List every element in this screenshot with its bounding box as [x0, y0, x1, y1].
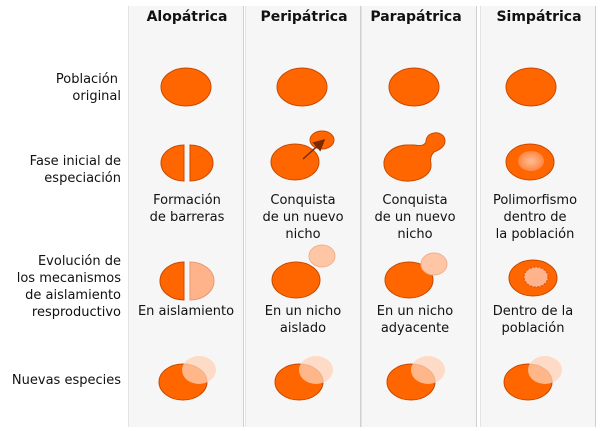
population-blob: [388, 67, 440, 107]
adjacent-niche-population: [420, 252, 448, 276]
header-peripatrica: Peripátrica: [260, 9, 348, 25]
caption-line: de barreras: [149, 210, 225, 225]
sympatric-subpopulation: [523, 266, 549, 288]
caption-initial-parapatrica: Conquista de un nuevo nicho: [355, 192, 475, 243]
row-label-line: de aislamiento: [25, 288, 121, 303]
diverging-population-right: [189, 261, 215, 301]
small-colonizing-group: [309, 130, 335, 150]
row-label-line: resproductivo: [31, 305, 121, 320]
row-label-line: los mecanismos: [16, 271, 121, 286]
split-population-left: [160, 144, 185, 182]
caption-line: aislado: [279, 321, 327, 336]
caption-line: En un nicho: [376, 304, 454, 319]
caption-evolution-simpatrica: Dentro de la población: [473, 303, 593, 337]
population-blob: [270, 143, 320, 181]
header-parapatrica: Parapátrica: [370, 9, 462, 25]
caption-line: Conquista: [270, 193, 336, 208]
caption-evolution-peripatrica: En un nicho aislado: [243, 303, 363, 337]
row-label-line: Fase inicial de: [29, 154, 121, 169]
caption-evolution-alopatrica: En aislamiento: [126, 303, 246, 320]
caption-line: Formación: [153, 193, 221, 208]
row-label-line: original: [72, 89, 121, 104]
caption-line: En aislamiento: [137, 304, 235, 319]
diverging-population-left: [159, 261, 185, 301]
row-label-line: especiación: [44, 171, 121, 186]
caption-line: En un nicho: [264, 304, 342, 319]
caption-initial-peripatrica: Conquista de un nuevo nicho: [243, 192, 363, 243]
population-blob: [160, 67, 212, 107]
split-population-right: [189, 144, 214, 182]
caption-line: adyacente: [380, 321, 450, 336]
header-alopatrica: Alopátrica: [146, 9, 228, 25]
row-label-line: Evolución de: [37, 254, 121, 269]
migration-arrow: [302, 138, 326, 160]
caption-line: Dentro de la: [492, 304, 574, 319]
species-b: [299, 356, 333, 384]
row-label-line: Nuevas especies: [11, 373, 121, 388]
row-label-line: Población: [55, 72, 118, 87]
header-simpatrica: Simpátrica: [496, 9, 582, 25]
polymorphism-core: [518, 151, 544, 171]
row-label-original: Población original: [0, 71, 121, 105]
adjacent-population: [383, 132, 446, 182]
caption-line: la población: [495, 227, 575, 242]
row-label-initial: Fase inicial de especiación: [0, 153, 121, 187]
caption-line: nicho: [285, 227, 321, 242]
caption-initial-simpatrica: Polimorfismo dentro de la población: [473, 192, 597, 243]
isolated-niche-population: [308, 244, 336, 268]
caption-evolution-parapatrica: En un nicho adyacente: [355, 303, 475, 337]
population-blob: [384, 261, 434, 299]
caption-initial-alopatrica: Formación de barreras: [127, 192, 247, 226]
population-blob: [276, 67, 328, 107]
caption-line: Polimorfismo: [492, 193, 578, 208]
caption-line: nicho: [397, 227, 433, 242]
species-b: [528, 356, 562, 384]
caption-line: dentro de: [503, 210, 567, 225]
species-b: [411, 356, 445, 384]
population-blob: [271, 261, 321, 299]
caption-line: de un nuevo: [374, 210, 456, 225]
species-b: [182, 356, 216, 384]
population-blob: [505, 67, 557, 107]
caption-line: Conquista: [382, 193, 448, 208]
caption-line: población: [501, 321, 565, 336]
row-label-new-species: Nuevas especies: [0, 372, 121, 389]
caption-line: de un nuevo: [262, 210, 344, 225]
row-label-evolution: Evolución de los mecanismos de aislamien…: [0, 253, 121, 321]
